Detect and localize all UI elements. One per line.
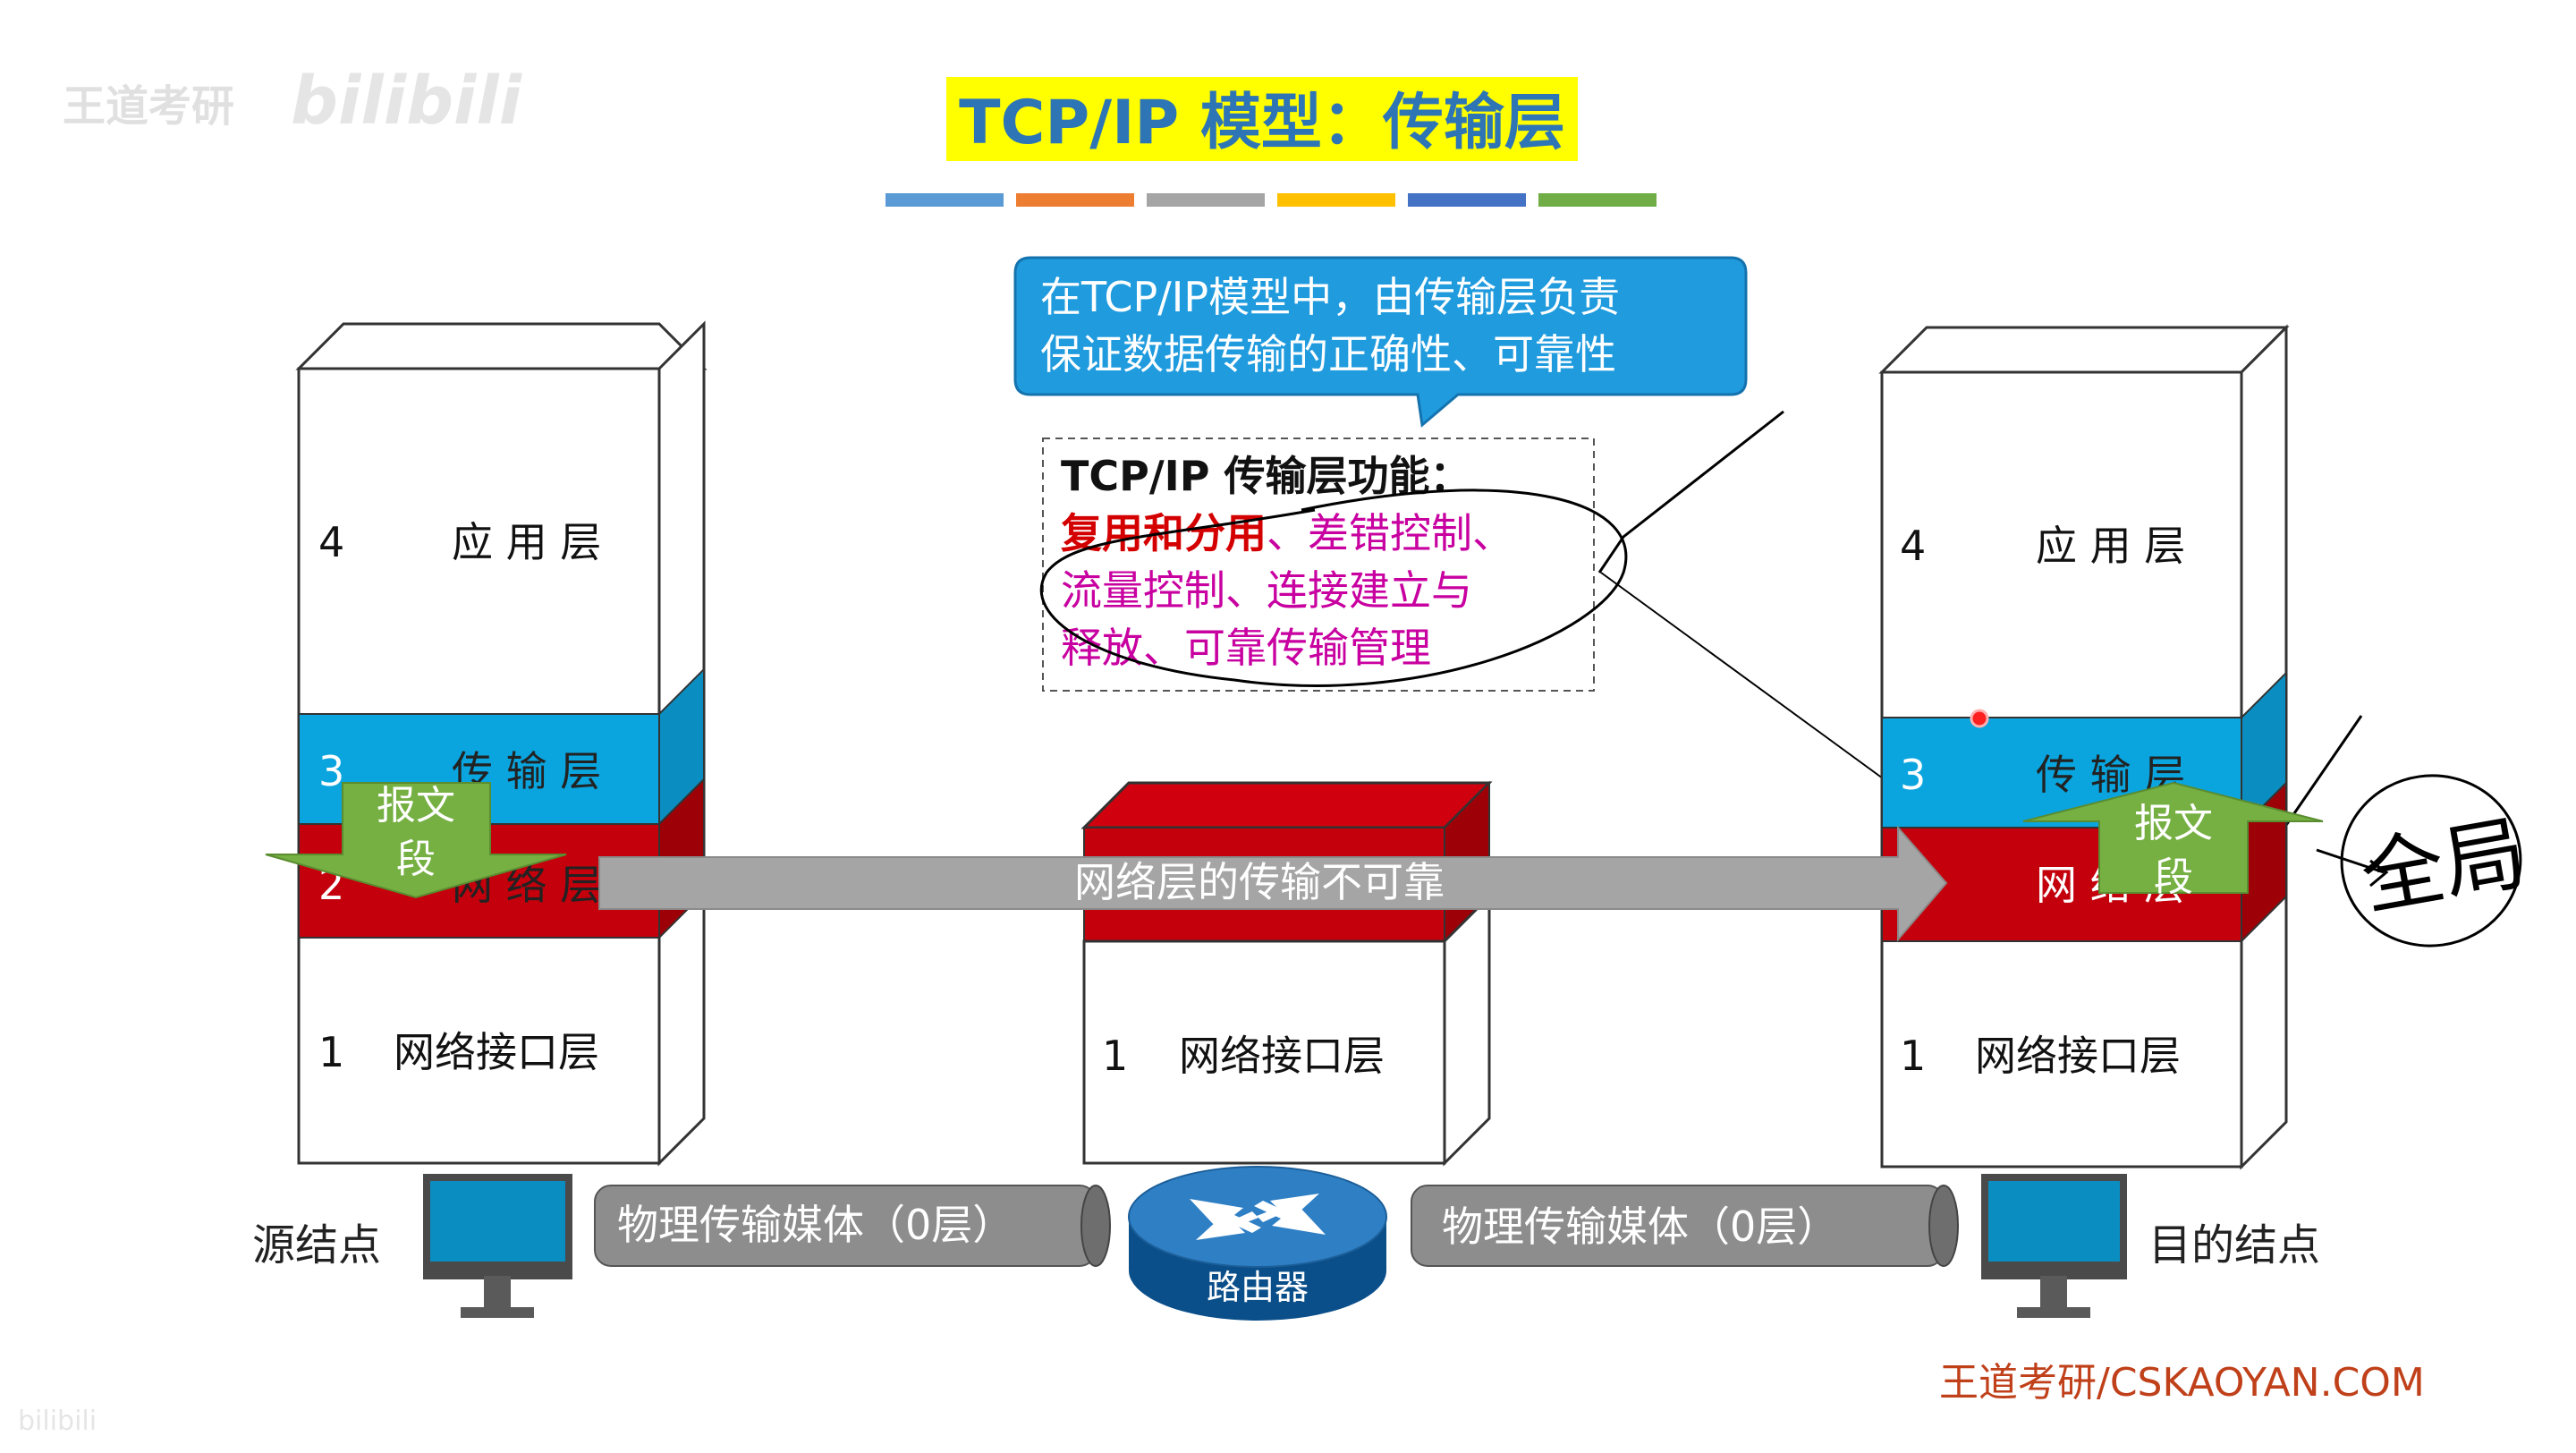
router-link-num: 1 [1102, 1032, 1128, 1080]
watermark-site: bilibili [291, 63, 523, 140]
media-right: 物理传输媒体（0层） [1411, 1185, 1959, 1267]
dest-computer-icon [1981, 1174, 2127, 1318]
watermark-corner: bilibili [18, 1406, 97, 1437]
functions-box: TCP/IP 传输层功能： 复用和分用、差错控制、 流量控制、连接建立与 释放、… [1039, 438, 1628, 692]
source-stack: 4 应 用 层 3 传 输 层 2 网 络 层 1 网络接口层 [295, 320, 708, 1167]
title-highlight [946, 77, 1578, 161]
segment-label-right-2: 段 [2154, 854, 2193, 900]
color-bar-segment [1016, 193, 1134, 207]
dest-transport-num: 3 [1900, 751, 1926, 799]
footer-credit: 王道考研/CSKAOYAN.COM [1939, 1360, 2425, 1406]
laser-pointer-dot [1970, 709, 1989, 728]
media-left: 物理传输媒体（0层） [594, 1185, 1111, 1267]
check-mark-annotation [1597, 410, 1784, 574]
hand-annotations [1597, 410, 2522, 947]
callout-line-1: 在TCP/IP模型中，由传输层负责 [1040, 273, 1620, 321]
dest-stack: 4 应 用 层 3 传 输 层 网 络 层 1 网络接口层 [1878, 324, 2290, 1170]
source-transport-num: 3 [318, 747, 344, 795]
functions-heading: TCP/IP 传输层功能： [1061, 452, 1471, 500]
pointer-line-annotation [1600, 572, 1884, 779]
network-arrow-label: 网络层的传输不可靠 [1074, 858, 1445, 906]
dest-node-label: 目的结点 [2148, 1220, 2320, 1270]
color-bar-segment [1408, 193, 1526, 207]
watermark: 王道考研 bilibili bilibili [18, 63, 523, 1437]
color-bar [886, 193, 1657, 207]
watermark-brand: 王道考研 [63, 81, 234, 132]
circle-annotation [2340, 774, 2522, 947]
router-stack: 1 网络接口层 [1080, 780, 1493, 1167]
segment-label-left-2: 段 [396, 837, 436, 882]
media-right-label: 物理传输媒体（0层） [1442, 1202, 1838, 1251]
segment-arrow-up: 报文 段 [2022, 781, 2324, 900]
dest-app-label: 应 用 层 [2036, 522, 2185, 570]
color-bar-segment [1277, 193, 1395, 207]
router-icon: 路由器 [1128, 1166, 1387, 1321]
dest-link-label: 网络接口层 [1975, 1032, 2181, 1080]
color-bar-segment [1538, 193, 1657, 207]
media-left-label: 物理传输媒体（0层） [617, 1201, 1013, 1249]
segment-label-right-1: 报文 [2134, 801, 2213, 846]
segment-label-left-1: 报文 [377, 783, 455, 828]
arrow-line-annotation [2316, 848, 2385, 874]
callout-line-2: 保证数据传输的正确性、可靠性 [1040, 330, 1616, 378]
source-app-label: 应 用 层 [452, 518, 601, 566]
source-app-num: 4 [318, 518, 344, 566]
source-link-label: 网络接口层 [394, 1028, 599, 1076]
router-label: 路由器 [1207, 1268, 1309, 1307]
segment-arrow-down: 报文 段 [265, 782, 567, 899]
hand-ellipse-annotation [1039, 489, 1628, 687]
color-bar-segment [886, 193, 1004, 207]
callout: 在TCP/IP模型中，由传输层负责 保证数据传输的正确性、可靠性 [1013, 256, 1748, 428]
network-arrow: 网络层的传输不可靠 [598, 825, 1948, 942]
functions-line-1: 复用和分用、差错控制、 [1061, 509, 1513, 557]
handwritten-note: 全局 [2354, 804, 2533, 927]
functions-line-2: 流量控制、连接建立与 [1061, 566, 1472, 615]
source-link-num: 1 [318, 1028, 344, 1076]
functions-line-3: 释放、可靠传输管理 [1061, 624, 1431, 672]
page-title: TCP/IP 模型：传输层 [959, 88, 1565, 158]
color-bar-segment [1147, 193, 1265, 207]
source-node-label: 源结点 [252, 1220, 381, 1270]
router-link-label: 网络接口层 [1179, 1032, 1385, 1080]
source-computer-icon [423, 1174, 572, 1318]
dest-app-num: 4 [1900, 522, 1926, 570]
dest-link-num: 1 [1900, 1032, 1926, 1080]
arrow-head-annotation [2369, 859, 2389, 888]
functions-rest-line-1: 、差错控制、 [1267, 509, 1513, 557]
